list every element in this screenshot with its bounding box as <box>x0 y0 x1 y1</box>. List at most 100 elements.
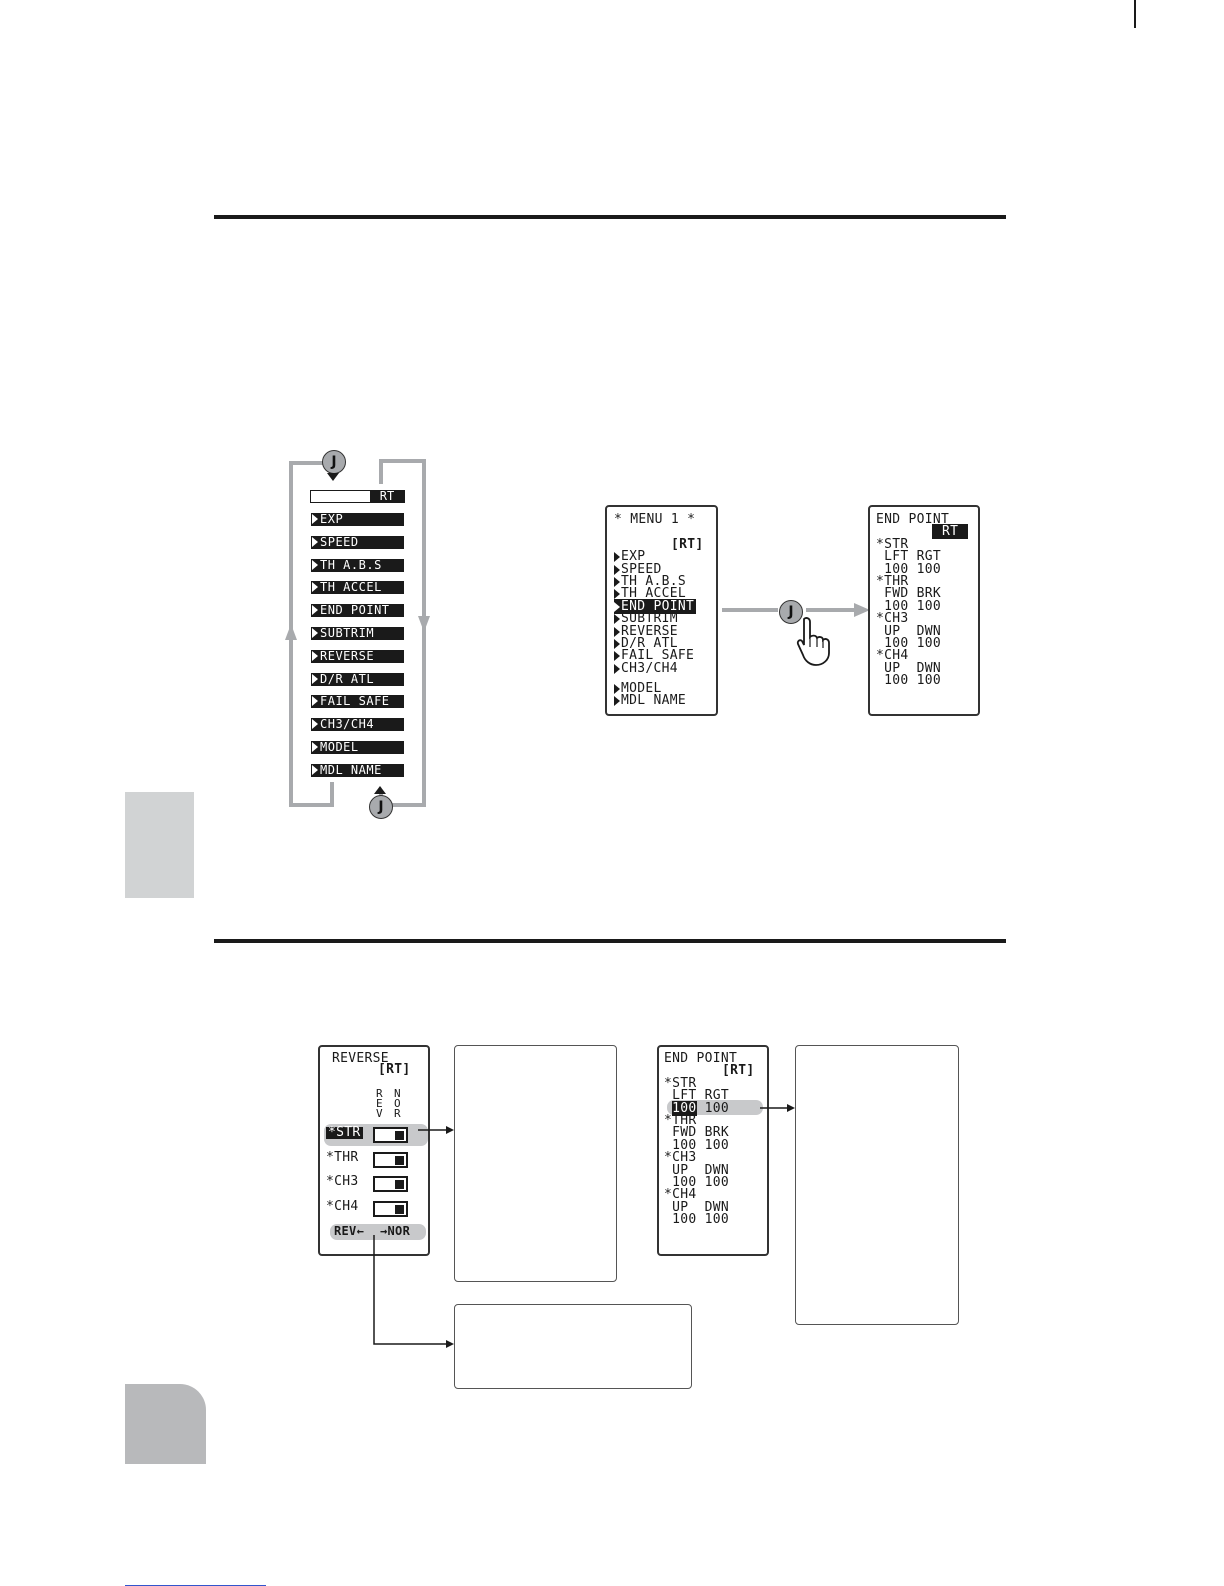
menu-item[interactable]: TH A.B.S <box>311 558 404 572</box>
lcd-menu-item[interactable]: MODEL <box>614 681 716 697</box>
transition-arrow <box>722 603 870 617</box>
channel-label: *CH4 <box>326 1198 359 1214</box>
lcd-text-line: *CH4 <box>876 648 909 664</box>
lcd-menu-item-label: MDL NAME <box>621 693 687 709</box>
menu-item[interactable]: FAIL SAFE <box>311 695 404 709</box>
toggle-knob <box>395 1180 404 1189</box>
menu-item-label: END POINT <box>320 604 390 618</box>
menu-item[interactable]: CH3/CH4 <box>311 718 404 732</box>
endpoint-title: END POINT <box>876 512 950 527</box>
menu-item-label: EXP <box>320 513 344 526</box>
footer-rev: REV← <box>334 1224 365 1238</box>
lcd-menu-item-label: SUBTRIM <box>621 611 678 627</box>
menu-item[interactable]: SPEED <box>311 535 404 549</box>
callout-connector <box>760 1104 795 1112</box>
menu-item-label: MODEL <box>320 741 359 754</box>
reverse-toggle[interactable] <box>373 1151 408 1168</box>
selected-value[interactable]: 100 <box>672 1100 697 1116</box>
lcd-menu-item[interactable]: END POINT <box>614 598 716 614</box>
lcd-text-line: FWD BRK <box>876 586 942 602</box>
endpoint-lcd-screen: END POINT RT *STR LFT RGT 100 100*THR FW… <box>868 505 980 716</box>
model-rt-bar: RT <box>310 490 405 503</box>
lcd-text-line[interactable]: 100 100 <box>672 1100 730 1116</box>
lcd-text-line: *CH3 <box>876 611 909 627</box>
lcd-text-line: *STR <box>876 536 909 552</box>
reverse-model: [RT] <box>378 1062 411 1077</box>
lcd-menu-item[interactable]: CH3/CH4 <box>614 662 716 675</box>
triangle-right-icon <box>312 650 318 661</box>
triangle-right-icon <box>312 764 318 775</box>
section-rule-top <box>214 215 1006 219</box>
triangle-right-icon <box>614 663 620 674</box>
menu-item[interactable]: EXP <box>311 513 404 526</box>
lcd-menu-item[interactable]: EXP <box>614 549 716 565</box>
reverse-callout-box <box>454 1045 617 1282</box>
endpoint2-lcd-screen: END POINT [RT] *STR LFT RGT 100 100*THR … <box>657 1045 769 1256</box>
callout-connectors <box>373 1126 454 1348</box>
jog-button-icon: J <box>369 795 393 819</box>
menu-item[interactable]: SUBTRIM <box>311 627 404 640</box>
triangle-right-icon <box>614 684 620 695</box>
lcd-menu-item[interactable]: SUBTRIM <box>614 611 716 627</box>
lcd-menu-item-label: SPEED <box>621 561 662 577</box>
reverse-title: REVERSE <box>332 1051 389 1066</box>
menu-item[interactable]: MDL NAME <box>311 763 404 777</box>
footer-nor: →NOR <box>380 1224 411 1238</box>
triangle-right-icon <box>312 628 318 638</box>
triangle-right-icon <box>312 536 318 547</box>
lcd-text-line: LFT RGT <box>876 549 942 565</box>
channel-label: *THR <box>326 1149 359 1165</box>
menu-item-label: SUBTRIM <box>320 627 375 640</box>
endpoint-model: RT <box>932 524 969 540</box>
menu-item[interactable]: MODEL <box>311 741 404 754</box>
triangle-right-icon <box>312 514 318 524</box>
triangle-right-icon <box>614 651 620 662</box>
toggle-knob <box>395 1204 404 1214</box>
endpoint2-model: [RT] <box>722 1063 755 1079</box>
lcd-menu-item-label: MODEL <box>621 681 662 697</box>
lcd-menu-item[interactable]: TH A.B.S <box>614 575 716 588</box>
menu-item[interactable]: REVERSE <box>311 649 404 663</box>
menu-item-label: MDL NAME <box>320 763 382 777</box>
arrow-up-icon <box>374 786 386 794</box>
reverse-toggle[interactable] <box>373 1200 408 1217</box>
triangle-right-icon <box>312 673 318 684</box>
lcd-menu-item[interactable]: MDL NAME <box>614 693 716 709</box>
triangle-right-icon <box>614 601 620 612</box>
menu-item[interactable]: D/R ATL <box>311 672 404 686</box>
lcd-menu-item[interactable]: D/R ATL <box>614 637 716 650</box>
lcd-menu-item[interactable]: TH ACCEL <box>614 587 716 600</box>
menu-item[interactable]: TH ACCEL <box>311 581 404 595</box>
lcd-menu-item[interactable]: SPEED <box>614 561 716 577</box>
lcd-text-line: 100 100 <box>664 1212 730 1228</box>
arrow-down-icon <box>327 473 339 481</box>
lcd-text-line: 100 100 <box>876 598 942 614</box>
jog-button-icon: J <box>779 600 803 624</box>
menu1-title: * MENU 1 * <box>614 512 696 527</box>
lcd-text-line: UP DWN <box>664 1199 730 1215</box>
lcd-text-line: 100 100 <box>876 561 942 577</box>
reverse-toggle[interactable] <box>373 1127 408 1143</box>
menu-item[interactable]: END POINT <box>311 604 404 618</box>
channel-label: *CH3 <box>326 1174 359 1189</box>
triangle-right-icon <box>614 552 620 563</box>
pointing-hand-icon <box>796 617 830 666</box>
endpoint-callout-box <box>795 1045 959 1325</box>
triangle-right-icon <box>312 719 318 730</box>
reverse-toggle[interactable] <box>373 1176 408 1192</box>
section-rule-bottom <box>214 939 1006 943</box>
lcd-text-line: 100 100 <box>664 1137 730 1153</box>
menu-item-label: SPEED <box>320 535 359 549</box>
endpoint2-title: END POINT <box>664 1051 738 1066</box>
lcd-text-line: UP DWN <box>876 623 942 639</box>
lcd-menu-item[interactable]: FAIL SAFE <box>614 649 716 662</box>
side-tab-gray <box>125 792 194 898</box>
menu-item-label: D/R ATL <box>320 672 375 686</box>
lcd-text-line: FWD BRK <box>664 1125 730 1141</box>
lcd-menu-item[interactable]: REVERSE <box>614 625 716 638</box>
menu-item-label: REVERSE <box>320 649 375 663</box>
lcd-menu-item-label: EXP <box>621 549 646 565</box>
triangle-right-icon <box>614 589 620 600</box>
menu1-model: [RT] <box>671 536 704 552</box>
